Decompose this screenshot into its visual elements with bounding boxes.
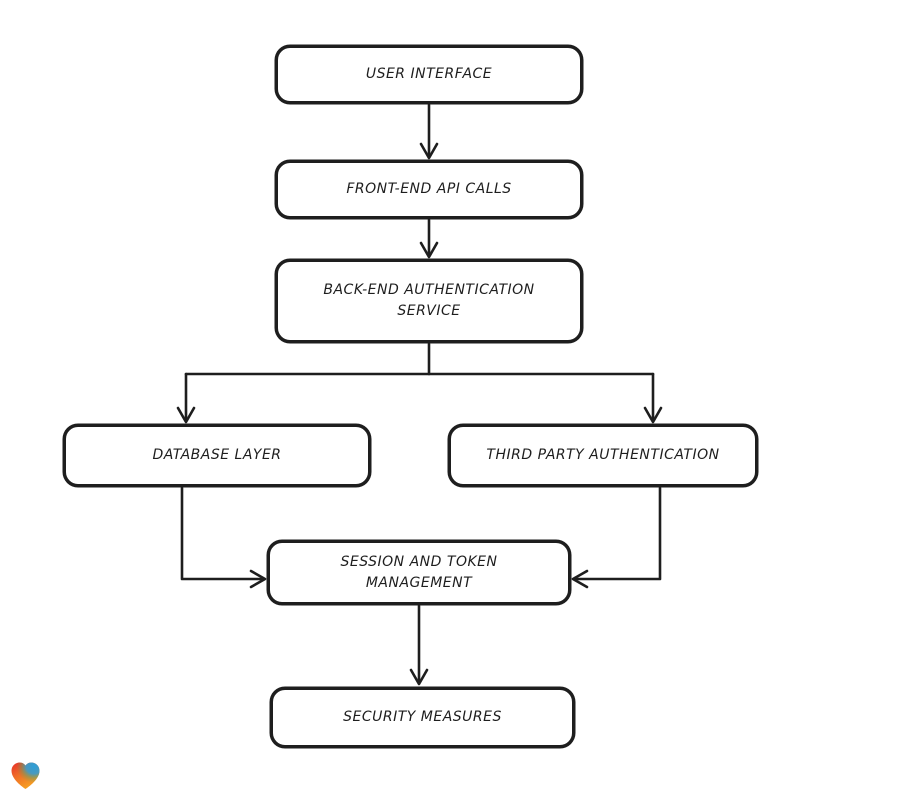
node-label: SECURITY MEASURES [343, 709, 502, 725]
node-label: DATABASE LAYER [152, 447, 282, 463]
node-label: FRONT-END API CALLS [346, 181, 512, 197]
node-third-party-authentication[interactable]: THIRD PARTY AUTHENTICATION [448, 424, 758, 487]
node-user-interface[interactable]: USER INTERFACE [275, 45, 583, 104]
node-label: BACK-END AUTHENTICATION SERVICE [323, 282, 535, 319]
node-database-layer[interactable]: DATABASE LAYER [63, 424, 371, 487]
node-session-and-token-management[interactable]: SESSION AND TOKEN MANAGEMENT [267, 540, 571, 605]
node-label: THIRD PARTY AUTHENTICATION [486, 447, 720, 463]
edge-session-to-security [409, 604, 429, 686]
node-back-end-authentication-service[interactable]: BACK-END AUTHENTICATION SERVICE [275, 259, 583, 343]
node-label: SESSION AND TOKEN MANAGEMENT [340, 553, 498, 591]
node-label: USER INTERFACE [365, 66, 493, 82]
edge-back-end-branch [176, 342, 663, 424]
edge-database-to-session [180, 486, 267, 589]
edge-third-party-to-session [571, 486, 662, 589]
node-security-measures[interactable]: SECURITY MEASURES [270, 687, 575, 748]
edge-front-end-to-back-end [419, 218, 439, 259]
node-front-end-api-calls[interactable]: FRONT-END API CALLS [275, 160, 583, 219]
edge-user-interface-to-front-end [419, 103, 439, 160]
heart-logo-icon [10, 761, 41, 791]
